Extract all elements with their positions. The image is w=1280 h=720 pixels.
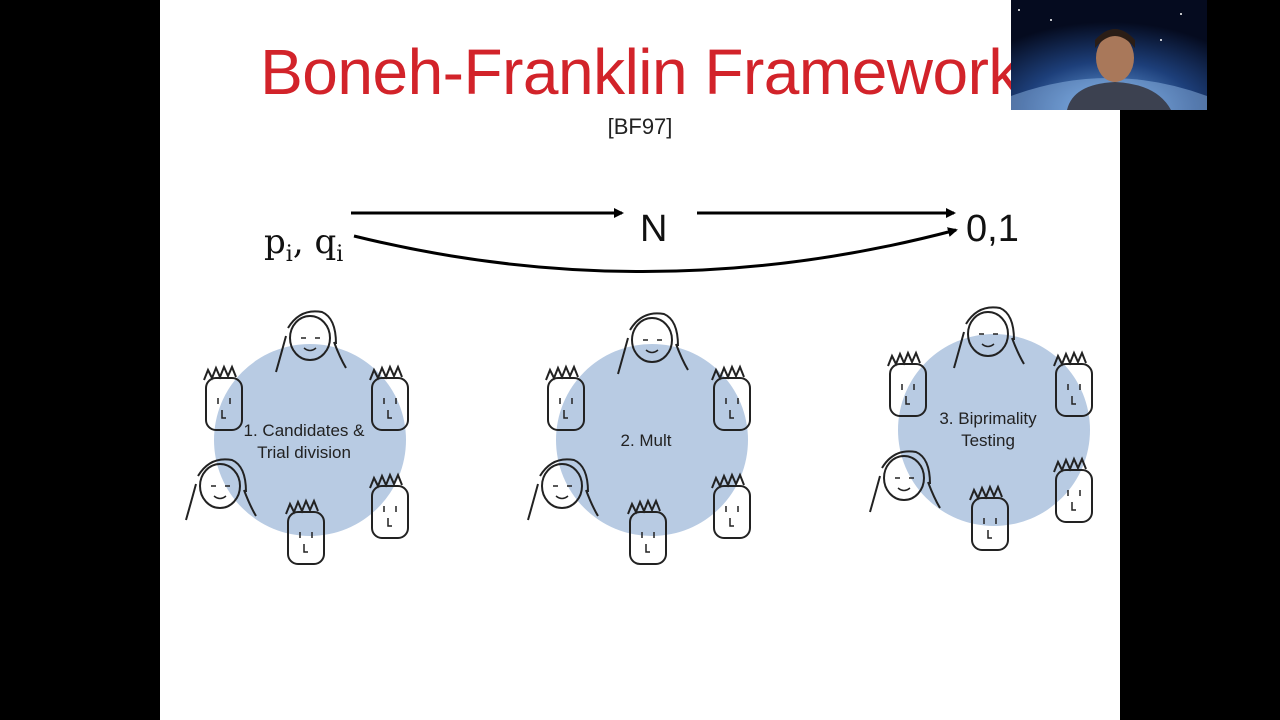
face-icon (711, 472, 751, 539)
step-group-2: 2. Mult (526, 310, 766, 590)
face-icon (617, 312, 689, 375)
flow-start-label: pi, qi (264, 222, 344, 267)
step-label-line1: 3. Biprimality (939, 409, 1037, 428)
face-icon (275, 310, 347, 373)
step-label-line1: 1. Candidates & (243, 421, 365, 440)
face-icon (887, 350, 927, 417)
party-circle (214, 344, 406, 536)
face-icon (627, 498, 667, 565)
party-circle (556, 344, 748, 536)
q-var: q (314, 222, 337, 262)
face-icon (545, 364, 585, 431)
step-group-1: 1. Candidates & Trial division (184, 310, 424, 590)
arrow-right-icon (353, 227, 958, 274)
face-icon (369, 472, 409, 539)
q-sub: i (336, 241, 344, 267)
face-icon (711, 364, 751, 431)
step-label-line2: Testing (961, 431, 1015, 450)
citation: [BF97] (607, 114, 673, 139)
p-var: p (264, 222, 286, 262)
step-label-line2: Trial division (257, 443, 351, 462)
slide-title: Boneh-Franklin Framework (260, 36, 1020, 108)
face-icon (203, 364, 243, 431)
step-label: 1. Candidates & Trial division (184, 420, 424, 464)
flow-end-label: 0,1 (966, 208, 1019, 250)
flow-middle-label: N (640, 208, 668, 250)
face-icon (527, 458, 599, 521)
flow-arrows (351, 208, 958, 274)
webcam-presenter (1011, 0, 1207, 110)
face-icon (1053, 350, 1093, 417)
face-icon (953, 306, 1025, 369)
face-icon (1053, 456, 1093, 523)
step-label: 3. Biprimality Testing (868, 408, 1108, 452)
face-icon (185, 458, 257, 521)
face-icon (969, 484, 1009, 551)
face-icon (869, 450, 941, 513)
party-circle (898, 334, 1090, 526)
slide: Boneh-Franklin Framework [BF97] pi, qi N… (160, 0, 1120, 720)
face-icon (285, 498, 325, 565)
face-icon (369, 364, 409, 431)
step-label-line1: 2. Mult (620, 431, 672, 450)
step-group-3: 3. Biprimality Testing (868, 300, 1108, 580)
p-sub: i (285, 241, 293, 267)
step-label: 2. Mult (526, 430, 766, 452)
